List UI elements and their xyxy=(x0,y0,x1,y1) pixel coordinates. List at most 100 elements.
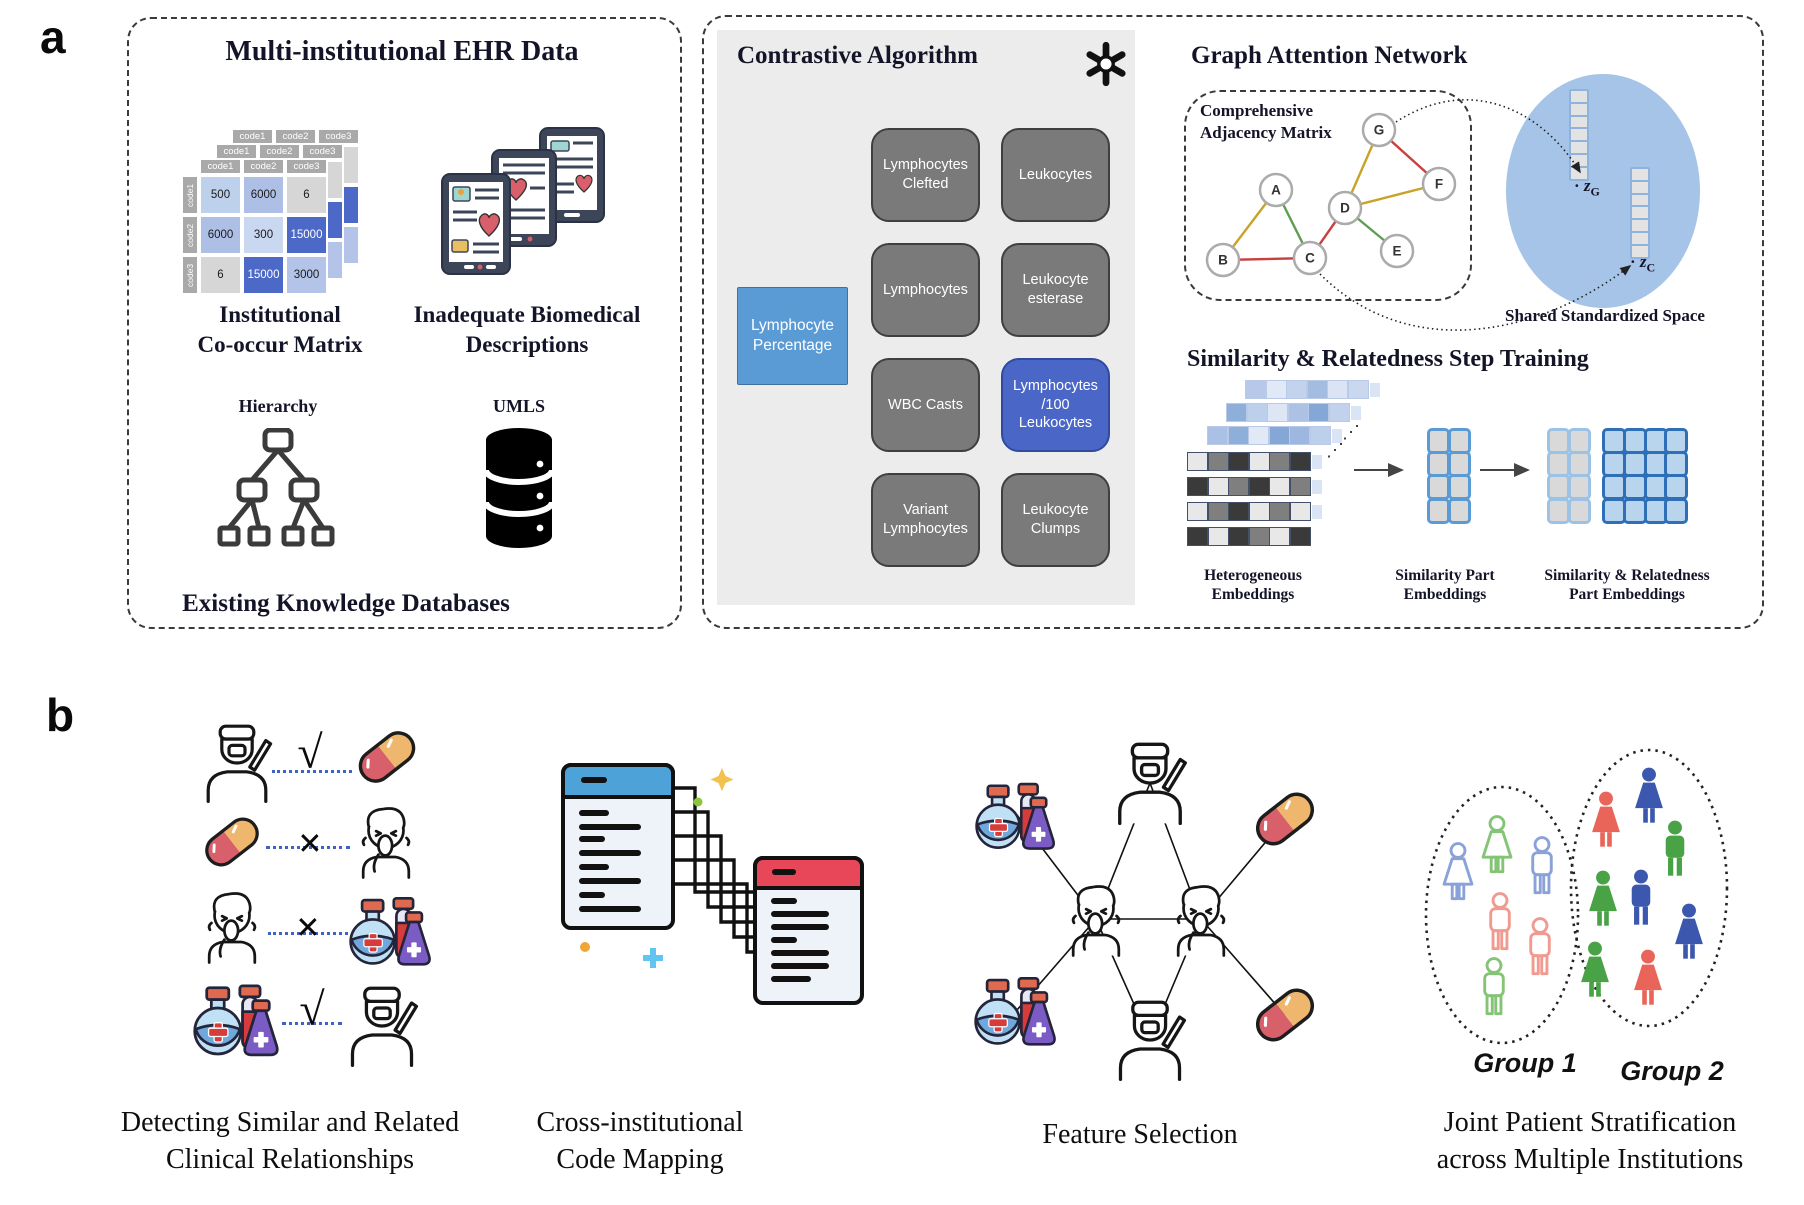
group2-person-1 xyxy=(1635,767,1663,823)
flow-arrow xyxy=(1480,463,1530,477)
matrix-col-header: code1 xyxy=(201,160,240,173)
adjacency-label: Comprehensive Adjacency Matrix xyxy=(1200,100,1332,144)
sparkle-decorations xyxy=(580,768,734,968)
lab-bottles-icon xyxy=(193,984,279,1057)
candidate-box: Leukocyte esterase xyxy=(1001,243,1110,337)
matrix-cell: 500 xyxy=(201,177,240,213)
matrix-caption-line2: Co-occur Matrix xyxy=(197,332,363,357)
adjacency-label-line2: Adjacency Matrix xyxy=(1200,123,1332,142)
group1-ellipse xyxy=(1424,785,1580,1045)
sim_part2-cell xyxy=(1567,474,1591,501)
embedding-fragment xyxy=(1370,383,1380,397)
embedding-cell xyxy=(1207,477,1229,496)
embedding-cell xyxy=(1248,502,1270,521)
embedding-cell xyxy=(1207,502,1229,521)
embedding-cell xyxy=(1289,477,1311,496)
similarity-cell xyxy=(1427,497,1450,524)
database-icon xyxy=(483,428,555,548)
embedding-cell xyxy=(1187,527,1208,546)
relation-dotted-line xyxy=(272,770,352,773)
similarity-cell xyxy=(1447,451,1471,478)
similarity-cell xyxy=(1447,497,1471,524)
group1-label: Group 1 xyxy=(1473,1048,1577,1078)
embedding-cell xyxy=(1306,380,1328,399)
embedding-cell xyxy=(1328,403,1350,422)
similarity-cell xyxy=(1447,428,1471,454)
tablet-icon xyxy=(441,127,605,275)
flow-arrow xyxy=(1354,463,1404,477)
matrix-col-header: code3 xyxy=(303,145,342,158)
embedding-fragment xyxy=(1351,406,1361,420)
matrix-cell: 6000 xyxy=(201,217,240,253)
matrix-cell: 6 xyxy=(287,177,326,213)
embedding-cell xyxy=(1227,426,1249,445)
matrix-col-header: code2 xyxy=(260,145,299,158)
similarity-cell xyxy=(1447,474,1471,501)
matrix-row-header: code1 xyxy=(183,177,197,213)
sim_part2-cell xyxy=(1567,451,1591,478)
panel-b-label: b xyxy=(46,689,75,741)
surgeon-icon xyxy=(1118,742,1187,826)
related-cell xyxy=(1664,497,1689,524)
sneezing-person-icon xyxy=(1071,885,1121,957)
candidate-box: Lymphocytes /100 Leukocytes xyxy=(1001,358,1110,452)
embedding-cell xyxy=(1246,403,1268,422)
embedding-cell xyxy=(1269,477,1290,496)
knowledge-caption: Existing Knowledge Databases xyxy=(182,590,510,617)
candidate-box: WBC Casts xyxy=(871,358,980,452)
stratification-caption: Joint Patient Stratification across Mult… xyxy=(1436,1107,1744,1175)
embedding-cell xyxy=(1245,380,1266,399)
hierarchy-tree-icon xyxy=(217,428,335,547)
sim_part2-cell xyxy=(1547,451,1570,478)
sim_part2-cell xyxy=(1547,428,1570,454)
embedding-cell xyxy=(1228,477,1249,496)
embedding-cell xyxy=(1289,426,1310,445)
embedding-cell xyxy=(1228,527,1249,546)
anchor-line2: Percentage xyxy=(752,337,833,354)
embedding-cell xyxy=(1187,477,1208,496)
sim_part2-cell xyxy=(1567,497,1591,524)
check-mark: √ xyxy=(299,983,325,1035)
shared-space-label: Shared Standardized Space xyxy=(1505,306,1705,325)
group1-person-5 xyxy=(1483,957,1505,1016)
hierarchy-label: Hierarchy xyxy=(238,396,318,416)
embedding-fragment xyxy=(1312,455,1322,469)
embedding-cell xyxy=(1287,403,1309,422)
surgeon-icon xyxy=(350,986,419,1067)
embedding-cell xyxy=(1347,380,1369,399)
svg-text:F: F xyxy=(1435,177,1443,192)
lab-bottles-icon xyxy=(349,897,431,966)
matrix-col-header: code3 xyxy=(287,160,326,173)
matrix-cell: 6 xyxy=(201,257,240,293)
group1-person-3 xyxy=(1489,892,1511,951)
model-box xyxy=(702,15,1764,629)
stratification-illustration xyxy=(1424,748,1729,1045)
group1-person-0 xyxy=(1442,842,1474,901)
standardized-space-ellipse xyxy=(1506,74,1700,308)
embedding-cell xyxy=(1248,426,1269,445)
target-list-card xyxy=(753,856,864,1005)
matrix-col-header: code1 xyxy=(233,130,272,143)
projection-arrows xyxy=(1319,99,1632,331)
code-mapping-illustration xyxy=(561,763,864,1005)
tablets-illustration xyxy=(441,127,605,275)
embedding-cell xyxy=(1248,527,1270,546)
anchor-concept-box: Lymphocyte Percentage xyxy=(737,287,848,385)
graph-node-C: C xyxy=(1292,240,1328,276)
group2-person-7 xyxy=(1634,949,1662,1005)
graph-node-D: D xyxy=(1327,190,1363,226)
related-cell xyxy=(1664,428,1689,454)
matrix-cell: 15000 xyxy=(287,217,326,253)
group1-person-2 xyxy=(1531,836,1553,895)
sneezing-person-icon xyxy=(361,807,411,879)
embedding-cell xyxy=(1207,426,1228,445)
embedding-cell xyxy=(1187,452,1208,471)
graph-node-A: A xyxy=(1258,172,1294,208)
ellipsis-dots: ⋰ xyxy=(1342,422,1360,442)
embedding-fragment xyxy=(1332,429,1342,443)
group2-person-5 xyxy=(1675,903,1703,959)
embedding-cell xyxy=(1289,502,1311,521)
